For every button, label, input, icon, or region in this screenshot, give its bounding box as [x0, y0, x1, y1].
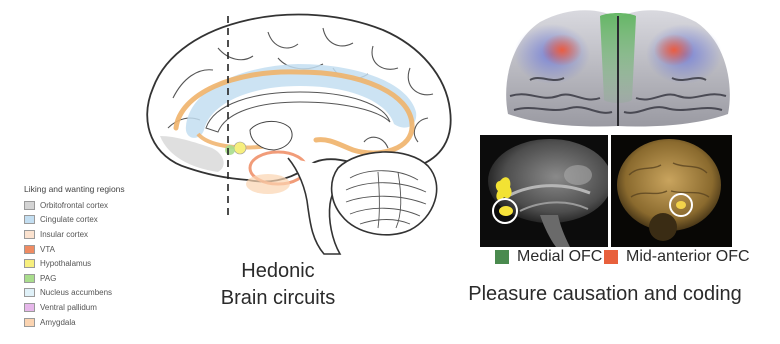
right-caption: Pleasure causation and coding [440, 283, 770, 306]
legend-label: Orbitofrontal cortex [40, 201, 108, 210]
hypothalamus-region [234, 142, 246, 154]
legend-label: Nucleus accumbens [40, 288, 112, 297]
legend-item: PAG [24, 271, 204, 286]
legend: Liking and wanting regions Orbitofrontal… [24, 184, 204, 329]
frontal-cortex-render [500, 4, 736, 130]
legend-swatch [24, 259, 35, 268]
mri-coronal-scan [611, 135, 732, 247]
legend-label: Ventral pallidum [40, 303, 97, 312]
mid-anterior-ofc-swatch [604, 250, 618, 264]
cerebellum [332, 152, 437, 235]
legend-label: Insular cortex [40, 230, 88, 239]
legend-label: Amygdala [40, 318, 76, 327]
legend-swatch [24, 318, 35, 327]
key-mid-anterior-ofc: Mid-anterior OFC [604, 248, 750, 266]
key-medial-ofc: Medial OFC [495, 248, 602, 266]
legend-label: Cingulate cortex [40, 215, 98, 224]
amygdala-region [246, 174, 290, 194]
legend-swatch [24, 201, 35, 210]
legend-label: Hypothalamus [40, 259, 91, 268]
legend-item: Nucleus accumbens [24, 286, 204, 301]
legend-title: Liking and wanting regions [24, 184, 204, 194]
legend-label: PAG [40, 274, 56, 283]
legend-swatch [24, 274, 35, 283]
legend-swatch [24, 230, 35, 239]
mid-anterior-ofc-label: Mid-anterior OFC [626, 248, 750, 266]
medial-ofc-swatch [495, 250, 509, 264]
mid-anterior-ofc-left [542, 34, 582, 66]
legend-item: VTA [24, 242, 204, 257]
left-caption-line1: Hedonic [210, 258, 346, 285]
nucleus-accumbens-region [225, 145, 235, 155]
legend-item: Cingulate cortex [24, 213, 204, 228]
legend-item: Amygdala [24, 315, 204, 330]
mri-sagittal-scan [480, 135, 608, 247]
legend-item: Orbitofrontal cortex [24, 198, 204, 213]
mid-anterior-ofc-right [654, 34, 694, 66]
left-caption-line2: Brain circuits [210, 285, 346, 312]
legend-swatch [24, 288, 35, 297]
legend-label: VTA [40, 245, 55, 254]
legend-item: Insular cortex [24, 227, 204, 242]
left-caption: Hedonic Brain circuits [210, 258, 346, 312]
legend-swatch [24, 245, 35, 254]
legend-swatch [24, 215, 35, 224]
medial-ofc-label: Medial OFC [517, 248, 602, 266]
legend-item: Hypothalamus [24, 256, 204, 271]
legend-item: Ventral pallidum [24, 300, 204, 315]
legend-swatch [24, 303, 35, 312]
